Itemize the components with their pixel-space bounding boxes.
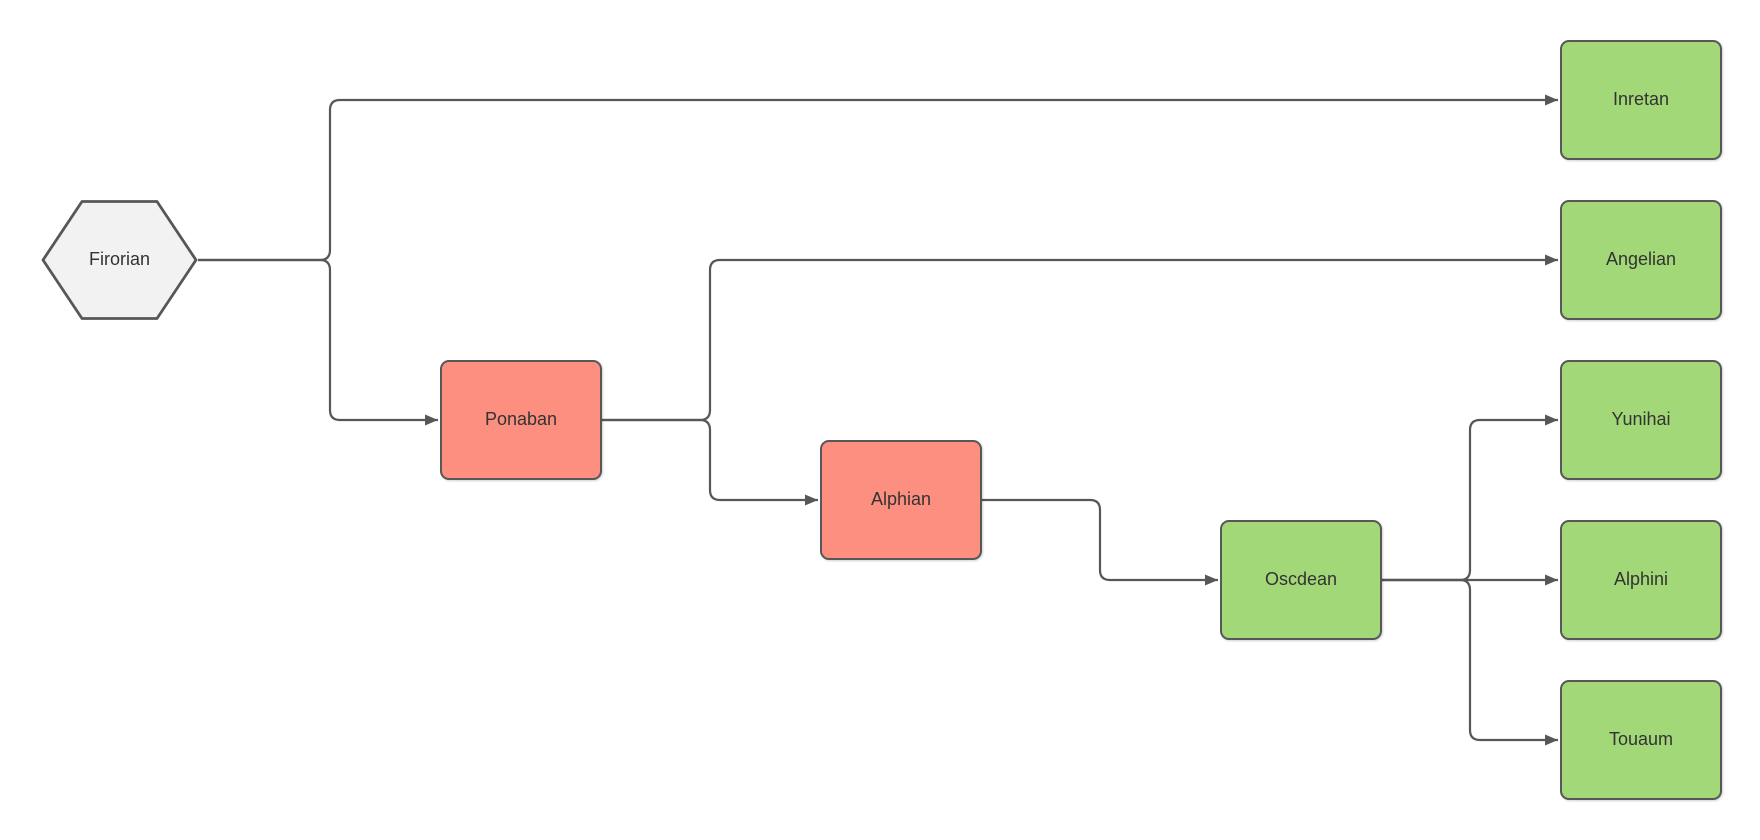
node-firorian[interactable]: Firorian [41,199,198,321]
edge-ponaban-angelian[interactable] [602,254,1558,422]
node-inretan[interactable]: Inretan [1560,40,1722,160]
node-label: Touaum [1608,729,1674,750]
node-angelian[interactable]: Angelian [1560,200,1722,320]
node-label: Alphini [1613,569,1669,590]
node-yunihai[interactable]: Yunihai [1560,360,1722,480]
edge-oscdean-touaum[interactable] [1382,578,1558,746]
node-touaum[interactable]: Touaum [1560,680,1722,800]
node-label: Angelian [1605,249,1677,270]
node-label: Oscdean [1264,569,1338,590]
node-alphian[interactable]: Alphian [820,440,982,560]
node-label: Inretan [1612,89,1670,110]
node-oscdean[interactable]: Oscdean [1220,520,1382,640]
node-alphini[interactable]: Alphini [1560,520,1722,640]
hexagon-shape-icon [41,200,198,320]
edge-oscdean-yunihai[interactable] [1382,414,1558,582]
node-label: Ponaban [484,409,558,430]
edge-firorian-inretan[interactable] [198,94,1558,262]
node-ponaban[interactable]: Ponaban [440,360,602,480]
edge-ponaban-alphian[interactable] [602,418,818,506]
edge-firorian-ponaban[interactable] [198,258,438,426]
edge-alphian-oscdean[interactable] [982,498,1218,586]
node-label: Yunihai [1611,409,1671,430]
node-label: Alphian [870,489,932,510]
